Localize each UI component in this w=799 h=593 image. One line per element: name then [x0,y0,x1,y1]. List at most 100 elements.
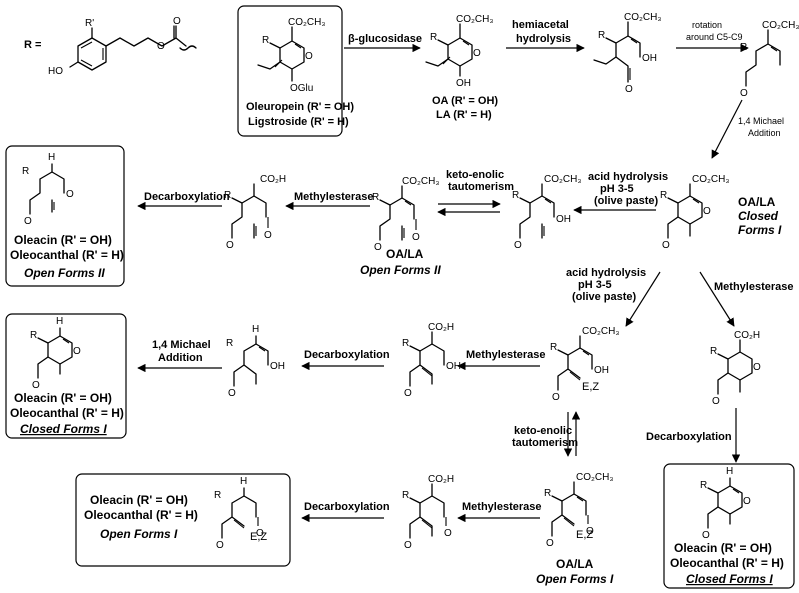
svg-text:R: R [430,32,437,43]
acid-open-i-structure: CO₂H R O O [402,474,454,551]
svg-text:pH 3-5: pH 3-5 [578,279,612,291]
svg-text:O: O [662,240,670,251]
oa-la-aglycone-structure: CO₂CH₃ R O OH OA (R' = OH) LA (R' = H) [425,14,498,121]
svg-text:hydrolysis: hydrolysis [516,33,571,45]
svg-text:Oleocanthal (R' = H): Oleocanthal (R' = H) [670,556,784,570]
svg-text:Closed Forms I: Closed Forms I [686,572,773,586]
arrow-decarboxylation-1: Decarboxylation [137,191,230,211]
svg-text:Closed: Closed [738,209,779,223]
svg-text:Oleuropein (R' = OH): Oleuropein (R' = OH) [246,101,354,113]
svg-text:R: R [402,490,409,501]
svg-text:O: O [753,362,761,373]
svg-text:E,Z: E,Z [582,381,599,393]
svg-text:around C5-C9: around C5-C9 [686,32,743,42]
svg-text:Closed Forms I: Closed Forms I [20,422,107,436]
svg-text:R: R [710,346,717,357]
svg-text:O: O [374,242,382,253]
arrow-methylesterase-1: Methylesterase [285,191,374,211]
r-group-structure: R = R' HO O O [24,16,197,77]
svg-text:H: H [56,316,63,327]
arrow-michael-addition-1: 1,4 Michael Addition [711,99,784,159]
arrow-methylesterase-4: Methylesterase [457,501,542,523]
svg-text:R: R [224,190,231,201]
arrow-acid-hydrolysis-2: acid hydrolysis pH 3-5 (olive paste) [566,267,661,327]
svg-text:R: R [550,342,557,353]
svg-text:Open Forms I: Open Forms I [536,572,614,586]
svg-text:O: O [625,84,633,95]
svg-text:O: O [173,16,181,27]
svg-text:O: O [404,388,412,399]
acid-closed-structure: CO₂H R O O [710,330,761,407]
svg-text:OH: OH [446,361,461,372]
arrow-decarboxylation-2: Decarboxylation [301,349,390,371]
svg-text:E,Z: E,Z [576,529,593,541]
svg-text:keto-enolic: keto-enolic [446,169,504,181]
svg-text:O: O [404,540,412,551]
svg-text:OA (R' = OH): OA (R' = OH) [432,95,498,107]
svg-text:O: O [256,528,264,539]
svg-text:CO₂H: CO₂H [734,330,760,341]
enol-middle-structure: CO₂CH₃ R OH O [512,174,581,251]
svg-text:CO₂CH₃: CO₂CH₃ [762,20,799,31]
enol-ez-structure: CO₂CH₃ R OH O E,Z [550,326,619,403]
oa-la-closed-forms-i: CO₂CH₃ R O O OA/LA Closed Forms I [660,174,782,251]
arrow-methylesterase-3: Methylesterase [457,349,546,371]
box-open-forms-i: Oleacin (R' = OH) Oleocanthal (R' = H) O… [75,473,291,567]
arrow-michael-addition-2: 1,4 Michael Addition [137,339,222,373]
svg-text:OA/LA: OA/LA [556,557,594,571]
svg-text:(olive paste): (olive paste) [594,195,659,207]
svg-text:pH 3-5: pH 3-5 [600,183,634,195]
svg-text:O: O [444,528,452,539]
svg-text:Oleacin (R' = OH): Oleacin (R' = OH) [14,233,112,247]
acid-enol-structure: CO₂H R OH O [402,322,461,399]
svg-text:CO₂CH₃: CO₂CH₃ [544,174,581,185]
oleuropein-box: CO₂CH₃ R O OGlu Oleuropein (R' = OH) Lig… [237,5,354,137]
svg-text:Forms I: Forms I [738,223,782,237]
svg-text:hemiacetal: hemiacetal [512,19,569,31]
svg-text:O: O [66,189,74,200]
svg-text:O: O [157,41,165,52]
svg-text:Ligstroside (R' = H): Ligstroside (R' = H) [248,116,349,128]
svg-text:CO₂CH₃: CO₂CH₃ [288,17,325,28]
svg-text:R: R [214,490,221,501]
svg-text:H: H [726,466,733,477]
oa-la-open-forms-i: CO₂CH₃ R O O E,Z OA/LA Open Forms I [536,472,614,586]
svg-text:OA/LA: OA/LA [738,195,776,209]
svg-text:O: O [546,538,554,549]
svg-text:CO₂CH₃: CO₂CH₃ [456,14,493,25]
svg-text:O: O [473,48,481,59]
equilibrium-keto-enolic-1: keto-enolic tautomerism [437,169,514,217]
svg-text:CO₂CH₃: CO₂CH₃ [402,176,439,187]
svg-text:Addition: Addition [158,352,203,364]
svg-text:Oleocanthal (R' = H): Oleocanthal (R' = H) [10,248,124,262]
svg-text:Methylesterase: Methylesterase [462,501,542,513]
svg-text:O: O [24,216,32,227]
box-closed-forms-i-right: R H O O Oleacin (R' = OH) Oleocanthal (R… [663,463,795,589]
decarboxylated-enol-structure: R H OH O [226,324,285,399]
svg-text:O: O [740,88,748,99]
svg-text:Methylesterase: Methylesterase [466,349,546,361]
svg-text:O: O [412,232,420,243]
svg-text:Oleocanthal (R' = H): Oleocanthal (R' = H) [84,508,198,522]
arrow-beta-glucosidase: β-glucosidase [344,33,422,53]
svg-text:O: O [73,346,81,357]
svg-text:O: O [743,496,751,507]
oa-la-open-forms-ii: CO₂CH₃ R O O OA/LA Open Forms II [360,176,441,277]
svg-text:O: O [264,230,272,241]
svg-text:O: O [712,396,720,407]
oleuropein-structure: CO₂CH₃ R O OGlu [257,17,325,94]
svg-text:1,4 Michael: 1,4 Michael [152,339,211,351]
svg-text:R: R [660,190,667,201]
open-aglycone-structure: CO₂CH₃ R OH O [593,12,661,95]
svg-text:CO₂H: CO₂H [428,474,454,485]
svg-text:rotation: rotation [692,20,722,30]
svg-text:CO₂CH₃: CO₂CH₃ [576,472,613,483]
svg-text:O: O [228,388,236,399]
svg-text:OH: OH [642,53,657,64]
svg-text:Open Forms II: Open Forms II [24,266,105,280]
arrow-rotation: rotation around C5-C9 [676,20,749,53]
svg-text:Decarboxylation: Decarboxylation [304,501,390,513]
svg-text:CO₂H: CO₂H [428,322,454,333]
svg-text:O: O [552,392,560,403]
